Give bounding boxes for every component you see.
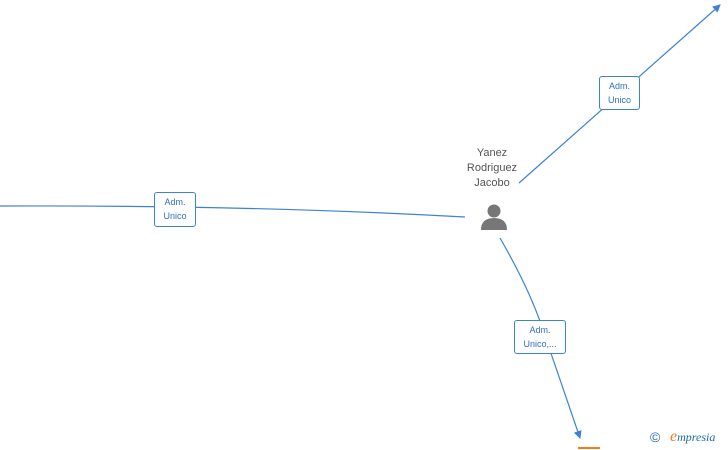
- edge-label-line-1: Adm.: [529, 325, 551, 335]
- company-node-marker[interactable]: [578, 447, 600, 449]
- person-name-line-3: Jacobo: [474, 177, 510, 189]
- edge-label-top-right[interactable]: Adm. Unico: [599, 76, 640, 110]
- empresia-logo-text: mpresia: [677, 430, 716, 444]
- edge-label-line-2: Unico: [607, 95, 631, 105]
- person-name-line-1: Yanez: [476, 147, 508, 159]
- edge-label-line-1: Adm.: [608, 81, 630, 91]
- edge-label-line-2: Unico,...: [523, 339, 557, 349]
- empresia-logo-initial: e: [670, 428, 678, 445]
- person-icon[interactable]: [481, 204, 507, 231]
- person-name[interactable]: Yanez Rodriguez Jacobo: [452, 146, 532, 191]
- edge-label-left[interactable]: Adm. Unico: [154, 192, 196, 227]
- edge-label-line-1: Adm.: [164, 197, 186, 207]
- person-name-line-2: Rodriguez: [466, 162, 518, 174]
- edge-label-line-2: Unico: [163, 211, 187, 221]
- copyright-symbol: ©: [650, 429, 661, 445]
- edge-label-bottom[interactable]: Adm. Unico,...: [514, 320, 566, 354]
- edge-line-left[interactable]: [0, 205, 466, 218]
- empresia-logo: empresia: [670, 428, 715, 446]
